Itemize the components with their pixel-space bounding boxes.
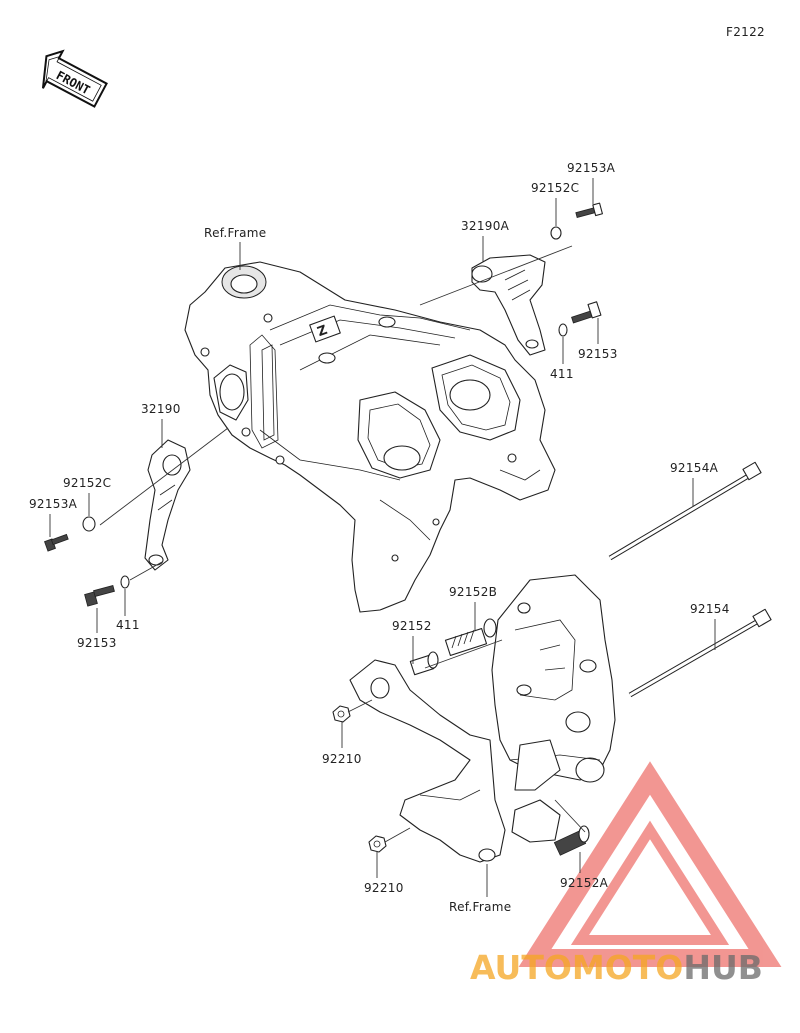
diagram-code: F2122	[726, 25, 765, 39]
washer-92152C-left	[82, 516, 96, 532]
washer-411-right	[558, 323, 568, 337]
watermark-moto: MOTO	[572, 948, 683, 987]
part-92153A-left-label: 92153A	[29, 497, 78, 511]
bolt-92153A-right	[575, 202, 603, 218]
part-92152A-label: 92152A	[560, 876, 609, 890]
bracket-32190	[144, 439, 191, 571]
watermark-hub: HUB	[683, 948, 763, 987]
washer-411-left	[120, 575, 130, 589]
part-92153-right-label: 92153	[578, 347, 618, 361]
part-32190-label: 32190	[141, 402, 181, 416]
spacer-92152B	[444, 618, 497, 657]
bolt-92154	[628, 608, 772, 698]
watermark-triangle-inner	[570, 820, 730, 945]
front-arrow-icon	[41, 49, 108, 108]
bolt-92153-left	[84, 585, 115, 607]
main-frame: Z	[184, 261, 556, 613]
part-92152-label: 92152	[392, 619, 432, 633]
watermark-triangle-outer	[518, 761, 782, 967]
part-92152B-label: 92152B	[449, 585, 497, 599]
part-92153-left-label: 92153	[77, 636, 117, 650]
washer-92152C-right	[550, 226, 562, 240]
part-92152C-right-label: 92152C	[531, 181, 579, 195]
spacer-92152A	[553, 825, 590, 856]
lower-frame	[349, 574, 616, 863]
nut-92210-upper	[332, 705, 351, 723]
front-arrow-badge: FRONT	[41, 49, 108, 108]
bolt-92154A	[608, 461, 762, 561]
part-92152C-left-label: 92152C	[63, 476, 111, 490]
part-92210-upper-label: 92210	[322, 752, 362, 766]
spacer-92152	[409, 651, 439, 676]
watermark-auto: AUTO	[470, 948, 572, 987]
watermark-logo	[518, 761, 782, 967]
part-92153A-right-label: 92153A	[567, 161, 616, 175]
front-arrow-inner	[45, 55, 102, 102]
ref-frame-bottom-label: Ref.Frame	[449, 900, 511, 914]
bolt-92153-right	[571, 301, 602, 324]
ref-frame-top-label: Ref.Frame	[204, 226, 266, 240]
part-92154-label: 92154	[690, 602, 730, 616]
watermark-text: AUTOMOTOHUB	[470, 948, 763, 987]
nut-92210-lower	[368, 835, 387, 853]
part-92210-lower-label: 92210	[364, 881, 404, 895]
part-411-left-label: 411	[116, 618, 140, 632]
part-92154A-label: 92154A	[670, 461, 719, 475]
bolt-92153A-left	[44, 533, 69, 552]
part-411-right-label: 411	[550, 367, 574, 381]
part-32190A-label: 32190A	[461, 219, 510, 233]
bracket-32190A	[471, 254, 546, 356]
